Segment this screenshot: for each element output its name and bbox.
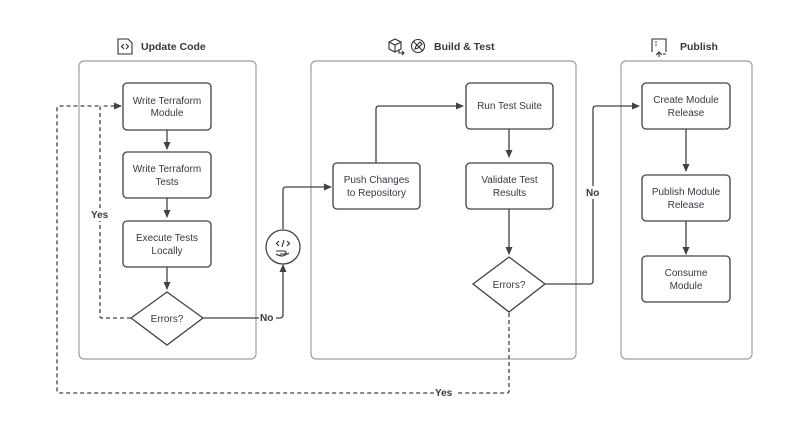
edge-push-to-suite [375,102,464,163]
node-write-terraform-tests[interactable]: Write Terraform Tests [122,151,212,199]
node-label: Execute Tests [136,233,198,244]
node-label: Validate Test [481,175,538,186]
node-label: Publish Module [652,187,721,198]
node-write-terraform-module[interactable]: Write Terraform Module [122,82,212,131]
node-label: Create Module [653,95,719,106]
node-validate-test-results[interactable]: Validate Test Results [465,162,554,210]
edge-label-no: No [260,313,273,324]
node-label: Push Changes [344,175,410,186]
cube-export-icon [388,38,405,56]
lane-title: Publish [680,41,718,53]
edge-label-no: No [586,188,599,199]
node-run-test-suite[interactable]: Run Test Suite [465,82,554,130]
node-create-module-release[interactable]: Create Module Release [641,82,731,130]
decision-errors-local[interactable]: Errors? [129,291,205,346]
edge-errors-no-to-connector [203,264,287,319]
no-edit-icon [410,38,426,54]
node-push-changes[interactable]: Push Changes to Repository [332,162,421,210]
node-publish-module-release[interactable]: Publish Module Release [641,174,731,222]
node-label: Errors? [151,314,184,325]
node-label: Module [670,281,703,292]
edge-ci-errors-yes-to-module [56,105,510,394]
node-label: Tests [155,177,178,188]
decision-errors-ci[interactable]: Errors? [471,256,547,313]
edge-connector-to-push [282,183,332,229]
node-label: Errors? [493,280,526,291]
node-execute-tests-locally[interactable]: Execute Tests Locally [122,220,212,268]
code-file-icon [117,38,133,55]
node-label: to Repository [347,188,406,199]
node-label: Release [668,200,705,211]
node-label: Consume [665,268,708,279]
node-label: Write Terraform [133,96,202,107]
node-label: Release [668,108,705,119]
connector-code-hand[interactable] [265,229,301,265]
edge-label-yes: Yes [91,210,109,221]
lane-title: Build & Test [434,41,495,53]
node-label: Results [493,188,526,199]
node-label: Locally [151,246,182,257]
node-label: Module [151,108,184,119]
edge-label-yes: Yes [435,388,453,399]
node-consume-module[interactable]: Consume Module [641,255,731,303]
lane-title: Update Code [141,41,206,53]
node-label: Run Test Suite [477,101,542,112]
code-hand-icon [275,239,291,257]
upload-icon [651,38,667,57]
node-label: Write Terraform [133,164,202,175]
